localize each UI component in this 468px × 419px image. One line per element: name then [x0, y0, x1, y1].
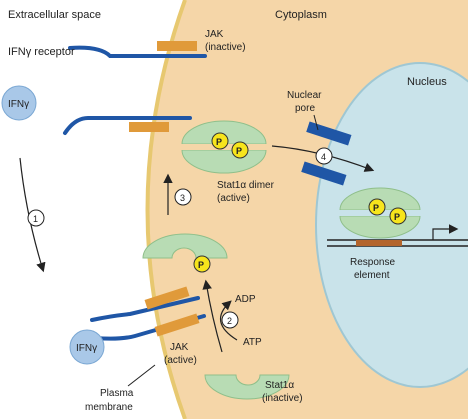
- adp-label: ADP: [235, 294, 256, 305]
- stat-monomer-phosphorylated: P: [142, 233, 228, 273]
- phosphate-dimer-right: [231, 141, 249, 159]
- step1-circle: [27, 209, 45, 227]
- phosphate-monomer: [193, 255, 211, 273]
- plasma-membrane-label-line2: membrane: [85, 402, 133, 413]
- stat-dimer-top-half: [181, 120, 267, 145]
- nuclear-pore-pointer: [313, 114, 319, 131]
- step2-circle: [221, 311, 239, 329]
- jak-inactive-label-line1: JAK: [205, 29, 224, 40]
- atp-to-adp-arrow: [220, 300, 238, 341]
- step1-number: 1: [33, 214, 38, 224]
- response-element-label-line2: element: [354, 270, 390, 281]
- nuclear-pore-label-line2: pore: [295, 103, 315, 114]
- ifn-receptor-label: IFNγ receptor: [8, 46, 75, 58]
- nuclear-pore-label-line1: Nuclear: [287, 90, 322, 101]
- response-element-label-line1: Response: [350, 257, 395, 268]
- phosphate-nucleus-left: [368, 198, 386, 216]
- ifn-ligand-free: [1, 85, 37, 121]
- phosphate-nucleus-left-label: P: [373, 203, 379, 213]
- ifn-receptor-bound-upper: [90, 296, 200, 322]
- phosphate-dimer-right-label: P: [236, 146, 242, 156]
- stat-dimer-nucleus: P P: [338, 187, 422, 239]
- phosphate-dimer-left-label: P: [216, 137, 222, 147]
- nucleus-label: Nucleus: [407, 76, 447, 88]
- step2-number: 2: [227, 316, 232, 326]
- phosphate-monomer-label: P: [198, 260, 204, 270]
- step4-circle: [315, 147, 333, 165]
- ifn-receptor-top: [68, 45, 207, 58]
- ifn-receptor-middle: [63, 116, 192, 135]
- stat-dimer-label-line1: Stat1α dimer: [217, 180, 275, 191]
- stat-dimer-label-line2: (active): [217, 193, 250, 204]
- phosphate-nucleus-right-label: P: [394, 212, 400, 222]
- step3-number: 3: [180, 193, 185, 203]
- phosphate-dimer-left: [211, 132, 229, 150]
- jak-active-label-line2: (active): [164, 355, 197, 366]
- step3-circle: [174, 188, 192, 206]
- transcription-start-arrow: [432, 224, 459, 240]
- stat-dimer: P P: [180, 120, 268, 174]
- stat-inactive-label-line1: Stat1α: [265, 380, 294, 391]
- ifn-ligand-bound-label: IFNγ: [76, 343, 97, 354]
- plasma-membrane-pointer: [127, 364, 156, 387]
- jak-inactive-block: [157, 41, 197, 51]
- stat-inactive-label-line2: (inactive): [262, 393, 303, 404]
- jak-active-label-line1: JAK: [170, 342, 189, 353]
- jak-active-block-top: [144, 286, 190, 310]
- nuclear-pore-bottom: [301, 161, 347, 186]
- atp-label: ATP: [243, 337, 262, 348]
- jak-active-block-bottom: [154, 313, 200, 337]
- response-element-block: [356, 240, 402, 246]
- phosphate-nucleus-right: [389, 207, 407, 225]
- plasma-membrane-label-line1: Plasma: [100, 388, 134, 399]
- ifn-ligand-free-label: IFNγ: [8, 99, 29, 110]
- step2-activation-arrow: [202, 279, 223, 353]
- ifn-ligand-bound: [69, 329, 105, 365]
- jak-inactive-label-line2: (inactive): [205, 42, 246, 53]
- jak-block-middle: [129, 122, 169, 132]
- step4-number: 4: [321, 152, 326, 162]
- extracellular-space-label: Extracellular space: [8, 9, 101, 21]
- stat-monomer-inactive: [204, 374, 290, 400]
- cytoplasm-label: Cytoplasm: [275, 9, 327, 21]
